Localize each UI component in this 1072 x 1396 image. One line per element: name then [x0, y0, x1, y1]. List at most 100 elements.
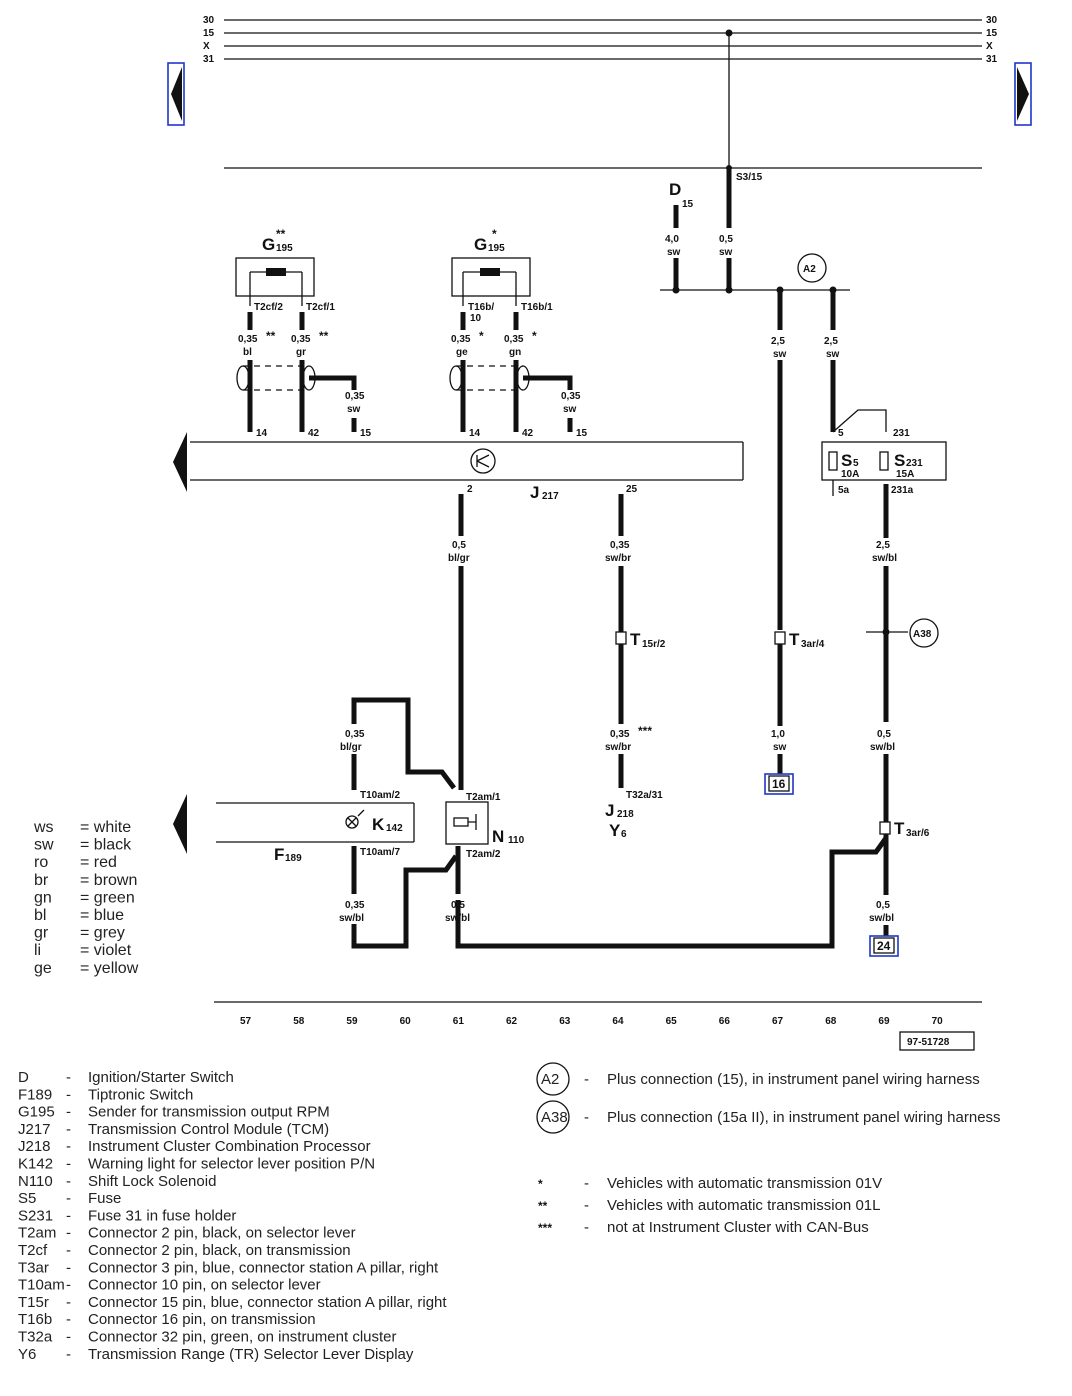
t3ar6-name: T	[894, 819, 905, 838]
legend-dash: -	[66, 1156, 71, 1173]
legend-dash: -	[66, 1311, 71, 1328]
color-code-name: = violet	[80, 942, 132, 959]
color-code-name: = black	[80, 837, 132, 854]
wire-t3ar6-above-size: 0,5	[877, 729, 891, 740]
legend-code: Y6	[18, 1346, 36, 1363]
wire-g2c-color: sw	[563, 404, 577, 415]
wire-s3-size: 0,5	[719, 234, 733, 245]
t15r-sub: 15r/2	[642, 639, 666, 650]
legend-code: S231	[18, 1207, 53, 1224]
wire-k142-bot-color: sw/bl	[339, 913, 364, 924]
wire-g1b-color: gr	[296, 347, 306, 358]
ref-16-label: 16	[772, 777, 786, 791]
s231-sub: 231	[906, 458, 923, 469]
y6-sub: 6	[621, 829, 627, 840]
bus-label-30-right: 30	[986, 15, 998, 26]
legend-desc: Connector 10 pin, on selector lever	[88, 1277, 321, 1294]
connection-legend: A2 - Plus connection (15), in instrument p…	[536, 1062, 1001, 1134]
wire-n110-color: sw/bl	[445, 913, 470, 924]
color-code-name: = yellow	[80, 960, 139, 977]
legend-right-desc: Plus connection (15a II), in instrument …	[607, 1109, 1001, 1126]
legend-right-dash: -	[584, 1071, 589, 1088]
legend-right-desc: Plus connection (15), in instrument pane…	[607, 1071, 980, 1088]
wire-s231-color: sw/bl	[872, 553, 897, 564]
legend-desc: Connector 32 pin, green, on instrument c…	[88, 1329, 397, 1346]
wire-g1a-size: 0,35	[238, 334, 258, 345]
column-number: 58	[293, 1016, 305, 1027]
wire-n110-size: 0,5	[451, 900, 465, 911]
legend-dash: -	[66, 1173, 71, 1190]
wire-a2-right-color: sw	[826, 349, 840, 360]
ref-box-24[interactable]	[869, 935, 899, 957]
wire-g1b-star: **	[319, 329, 329, 343]
g195-left-name: G	[262, 235, 275, 254]
wire-t15-color: sw/br	[605, 742, 631, 753]
legend-code: T10am	[18, 1277, 65, 1294]
continuation-arrow-icon	[173, 794, 187, 854]
sender-g195-left: G 195 ** T2cf/2 T2cf/1	[235, 227, 335, 313]
legend-desc: Connector 15 pin, blue, connector statio…	[88, 1294, 447, 1311]
wire-g2a-size: 0,35	[451, 334, 471, 345]
pin-t10am-7: T10am/7	[360, 847, 400, 858]
j217-pin-42a: 42	[308, 428, 320, 439]
pin-t16b-10-a: T16b/	[468, 302, 494, 313]
next-page-button[interactable]	[1014, 62, 1032, 126]
pin-t32a-31: T32a/31	[626, 790, 663, 801]
legend-code: F189	[18, 1086, 52, 1103]
color-code-abbr: gr	[34, 925, 49, 942]
wire-t3ar4-color: sw	[773, 742, 787, 753]
legend-desc: Connector 2 pin, black, on selector leve…	[88, 1225, 356, 1242]
legend-dash: -	[66, 1294, 71, 1311]
wire-t3ar6-below-size: 0,5	[876, 900, 890, 911]
legend-right-code: A2	[541, 1071, 559, 1088]
color-code-abbr: bl	[34, 907, 46, 924]
ref-box-16[interactable]	[764, 773, 794, 795]
j218-name: J	[605, 801, 614, 820]
connection-a2	[797, 253, 827, 283]
ignition-label: D	[669, 180, 681, 199]
wire-g2a-color: ge	[456, 347, 468, 358]
pin-t2am-1: T2am/1	[466, 792, 501, 803]
legend-desc: Ignition/Starter Switch	[88, 1069, 234, 1086]
pin-t16b-1: T16b/1	[521, 302, 553, 313]
legend-code: J218	[18, 1138, 51, 1155]
f189-k142-row: T10am/2 T10am/7 K 142 F 189	[173, 790, 415, 864]
t3ar4-sub: 3ar/4	[801, 639, 825, 650]
wire-g2b-size: 0,35	[504, 334, 524, 345]
j218-sub: 218	[617, 809, 634, 820]
wire-g1a-color: bl	[243, 347, 252, 358]
j217-pin-25: 25	[626, 484, 638, 495]
color-code-name: = white	[80, 819, 131, 836]
ref-24-label: 24	[877, 939, 891, 953]
wire-t15-size: 0,35	[610, 729, 630, 740]
wire-g2a-star: *	[479, 329, 484, 343]
color-code-abbr: ro	[34, 854, 48, 871]
g195-left-star: **	[276, 227, 286, 241]
wire-s231-size: 2,5	[876, 540, 890, 551]
s5-rating: 10A	[841, 469, 859, 480]
connection-a38	[909, 618, 939, 648]
connection-circle-icon	[536, 1100, 570, 1134]
legend-right-dash: -	[584, 1109, 589, 1126]
bus-lines: 30 15 X 31 30 15 X 31	[203, 15, 998, 65]
wire-k142-top-size: 0,35	[345, 729, 365, 740]
ignition-terminal-label: 15	[682, 199, 694, 210]
bus-label-31-left: 31	[203, 54, 215, 65]
g195-mid-sub: 195	[488, 243, 505, 254]
n110-solenoid: T2am/1 T2am/2 N 110	[445, 792, 525, 860]
wire-g1a-star: **	[266, 329, 276, 343]
legend-desc: Sender for transmission output RPM	[88, 1104, 330, 1121]
j217-name: J	[530, 483, 539, 502]
column-number: 67	[772, 1016, 784, 1027]
color-code-abbr: br	[34, 872, 49, 889]
pin-t2cf-1: T2cf/1	[306, 302, 335, 313]
legend-dash: -	[66, 1086, 71, 1103]
prev-page-button[interactable]	[167, 62, 185, 126]
wire-d-size: 4,0	[665, 234, 679, 245]
legend-dash: -	[66, 1225, 71, 1242]
column-number: 57	[240, 1016, 252, 1027]
legend-dash: -	[66, 1069, 71, 1086]
wire-g2c-size: 0,35	[561, 391, 581, 402]
